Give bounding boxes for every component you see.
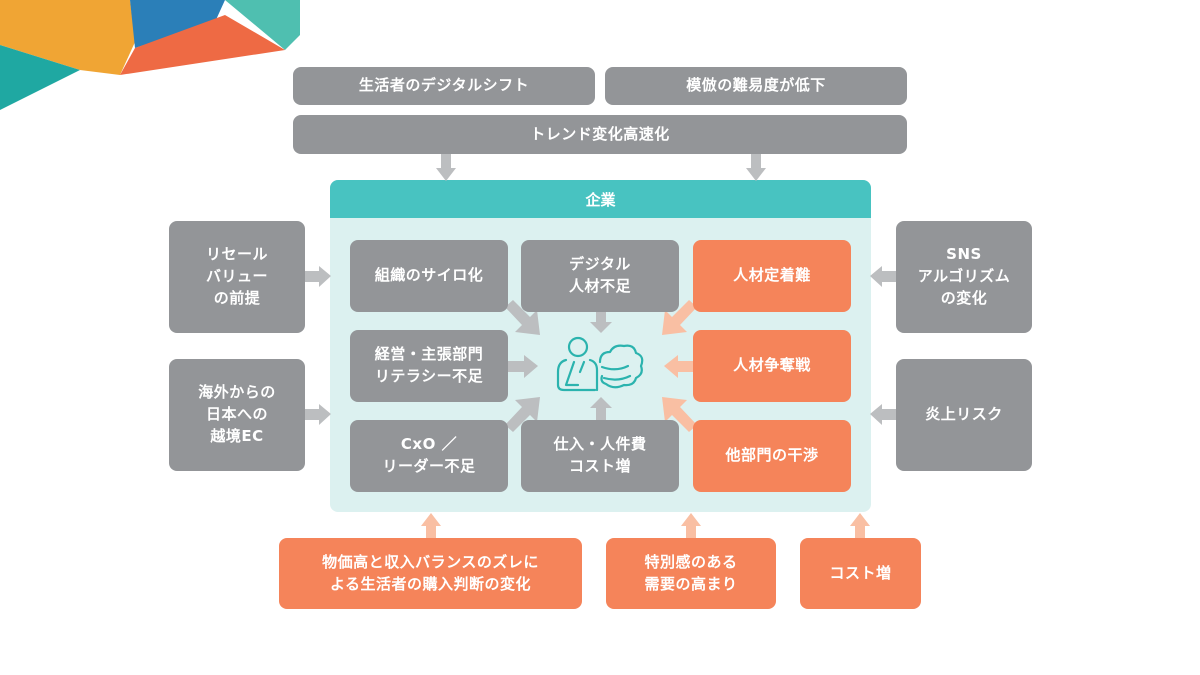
box-cross-border-ec: 海外からの 日本への 越境EC [169, 359, 305, 471]
arrow-inner-cost [590, 397, 612, 420]
arrow-inner-talentwar [664, 355, 696, 378]
arrow-left-resale [305, 266, 331, 287]
arrow-bottom-demand [681, 513, 701, 539]
person-thinking-cloud-icon [556, 336, 644, 392]
box-flaming-risk: 炎上リスク [896, 359, 1032, 471]
arrow-right-sns [870, 266, 896, 287]
arrow-inner-interference [662, 397, 697, 432]
box-imitation-difficulty-down: 模倣の難易度が低下 [605, 67, 907, 105]
enterprise-title: 企業 [330, 180, 871, 218]
box-sns-algorithm: SNS アルゴリズム の変化 [896, 221, 1032, 333]
arrow-top-left [436, 154, 456, 181]
arrow-right-flaming [870, 404, 896, 425]
box-org-silo: 組織のサイロ化 [350, 240, 508, 312]
box-literacy-shortage: 経営・主張部門 リテラシー不足 [350, 330, 508, 402]
box-cost-increase-inner: 仕入・人件費 コスト増 [521, 420, 679, 492]
polygon-blue [130, 0, 225, 48]
polygon-teal-left [0, 45, 80, 110]
box-cost-increase: コスト増 [800, 538, 921, 609]
arrow-top-right [746, 154, 766, 181]
arrow-inner-cxo [505, 397, 540, 432]
box-cxo-leader-shortage: CxO ／ リーダー不足 [350, 420, 508, 492]
arrow-inner-digital [590, 312, 612, 333]
polygon-orange [120, 15, 285, 75]
box-trend-acceleration: トレンド変化高速化 [293, 115, 907, 154]
arrow-inner-literacy [506, 355, 538, 378]
box-consumer-digital-shift: 生活者のデジタルシフト [293, 67, 595, 105]
polygon-teal-right [225, 0, 300, 50]
polygon-yellow [0, 0, 135, 75]
box-resale-value: リセール バリュー の前提 [169, 221, 305, 333]
arrow-left-crossborder [305, 404, 331, 425]
arrow-bottom-cost [850, 513, 870, 539]
arrow-bottom-price [421, 513, 441, 539]
box-talent-retention: 人材定着難 [693, 240, 851, 312]
arrow-inner-retention [662, 300, 697, 335]
arrow-inner-silo [505, 300, 540, 335]
box-talent-war: 人材争奪戦 [693, 330, 851, 402]
box-price-income-gap: 物価高と収入バランスのズレに よる生活者の購入判断の変化 [279, 538, 582, 609]
box-special-demand: 特別感のある 需要の高まり [606, 538, 776, 609]
box-digital-talent-shortage: デジタル 人材不足 [521, 240, 679, 312]
box-other-dept-interference: 他部門の干渉 [693, 420, 851, 492]
